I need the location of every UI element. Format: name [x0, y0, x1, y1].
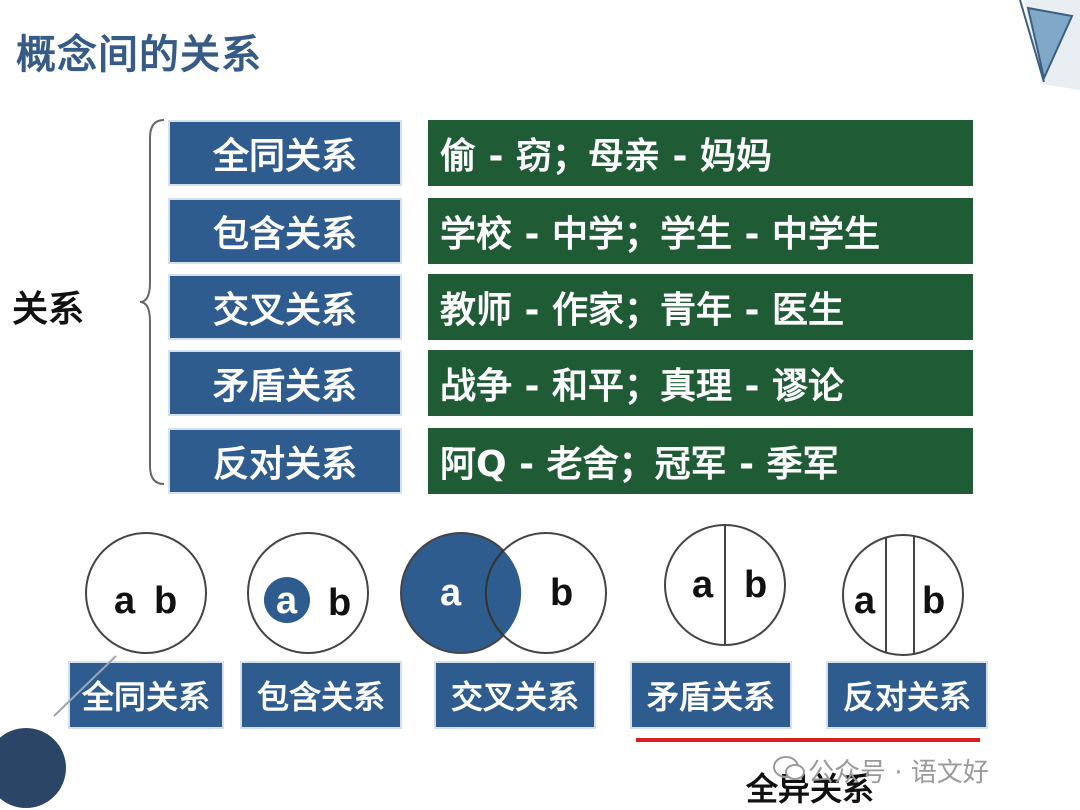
underline-red: [636, 738, 980, 742]
venn-contradiction: a b: [664, 524, 786, 646]
venn-contradiction-b: b: [744, 564, 767, 606]
relation-name-intersection: 交叉关系: [168, 274, 402, 340]
venn-contrariety-b: b: [922, 580, 945, 622]
venn-contrariety-a: a: [854, 580, 876, 622]
relation-name-contradiction: 矛盾关系: [168, 350, 402, 416]
venn-contrariety: a b: [842, 534, 964, 656]
relation-example-inclusion: 学校 - 中学；学生 - 中学生: [428, 198, 973, 264]
relation-example-contradiction: 战争 - 和平；真理 - 谬论: [428, 350, 973, 416]
venn-identity-a: a: [114, 580, 136, 622]
relation-name-inclusion: 包含关系: [168, 198, 402, 264]
venn-inclusion-a: a: [276, 580, 298, 622]
relation-example-contrariety: 阿Q - 老舍；冠军 - 季军: [428, 428, 973, 494]
caption-contradiction: 矛盾关系: [630, 661, 792, 729]
disjoint-relations-label: 全异关系: [746, 770, 875, 808]
relation-example-identity: 偷 - 窃；母亲 - 妈妈: [428, 120, 973, 186]
curly-brace: [139, 119, 165, 485]
wechat-icon: [773, 756, 805, 780]
watermark-text: 公众号 · 语文好: [808, 758, 989, 788]
venn-intersection-a: a: [440, 572, 462, 614]
page-title: 概念间的关系: [16, 32, 262, 78]
venn-identity-b: b: [154, 580, 177, 622]
relation-name-contrariety: 反对关系: [168, 428, 402, 494]
decorative-line: [53, 655, 117, 717]
caption-inclusion: 包含关系: [240, 661, 402, 729]
decorative-circle: [0, 728, 66, 808]
venn-identity: a b: [85, 532, 207, 654]
venn-contradiction-a: a: [692, 564, 714, 606]
caption-identity: 全同关系: [68, 661, 224, 729]
venn-diagrams: a b a b a b a b a b: [85, 524, 964, 656]
venn-inclusion: a b: [247, 532, 369, 654]
venn-intersection: a b: [400, 532, 607, 654]
venn-intersection-b: b: [550, 572, 573, 614]
venn-inclusion-b: b: [328, 582, 351, 624]
corner-decoration: [1019, 0, 1080, 90]
relations-group-label: 关系: [12, 289, 85, 330]
relation-name-identity: 全同关系: [168, 120, 402, 186]
caption-contrariety: 反对关系: [826, 661, 988, 729]
relation-example-intersection: 教师 - 作家；青年 - 医生: [428, 274, 973, 340]
caption-intersection: 交叉关系: [434, 661, 596, 729]
